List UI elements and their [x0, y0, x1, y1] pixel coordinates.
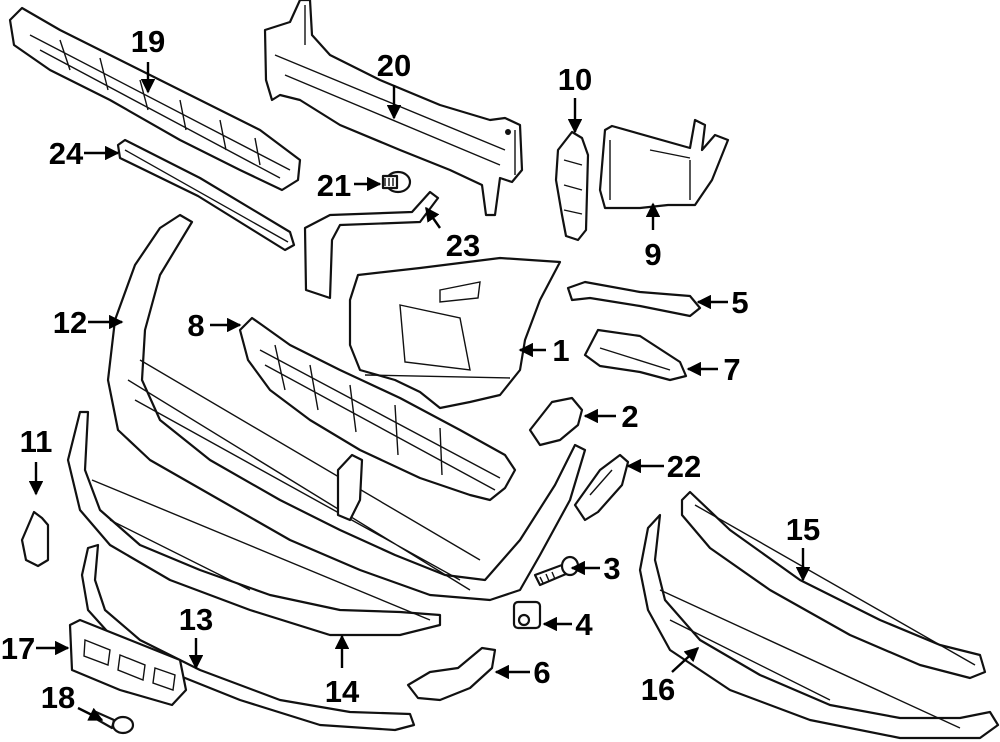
callout-16: 16 [641, 672, 675, 707]
callout-18: 18 [41, 680, 75, 715]
callout-15: 15 [786, 512, 820, 547]
callout-12: 12 [53, 305, 87, 340]
callout-1: 1 [552, 333, 569, 368]
callout-2: 2 [621, 399, 638, 434]
part-9-deflector [598, 118, 730, 210]
part-4-nut [512, 600, 542, 630]
part-17-plate-bracket [68, 618, 188, 707]
part-2-clip [528, 396, 584, 447]
callout-14: 14 [325, 674, 360, 709]
callout-6: 6 [533, 655, 550, 690]
callout-9: 9 [644, 237, 661, 272]
part-24-trim-strip [116, 138, 296, 252]
part-18-screw [94, 710, 135, 735]
part-10-side-bracket [554, 130, 590, 242]
callout-4: 4 [575, 607, 593, 642]
part-3-bolt [533, 555, 580, 587]
callout-20: 20 [377, 48, 411, 83]
part-11-bracket [20, 510, 50, 568]
callout-8: 8 [187, 308, 204, 343]
part-6-bracket [406, 646, 497, 702]
part-13-lower-strip [80, 543, 416, 732]
part-22-bracket [573, 453, 630, 522]
callout-10: 10 [558, 62, 592, 97]
leader-23 [425, 206, 441, 229]
callout-23: 23 [446, 228, 480, 263]
callout-7: 7 [723, 352, 740, 387]
part-16-lower-trim [638, 513, 1000, 740]
part-15-trim [680, 490, 987, 680]
part-7-shield [583, 328, 688, 382]
leader-16 [671, 647, 700, 673]
part-23-bracket [303, 190, 440, 300]
leader-18 [77, 706, 104, 722]
part-19-energy-absorber [8, 6, 302, 192]
callout-24: 24 [49, 136, 84, 171]
callout-19: 19 [131, 24, 165, 59]
part-21-bolt [381, 170, 412, 194]
part-5-bracket [566, 280, 702, 318]
callout-11: 11 [20, 424, 53, 459]
callout-13: 13 [179, 602, 213, 637]
callout-21: 21 [317, 168, 351, 203]
part-8-grille [238, 316, 517, 502]
part-12-bumper-frame [106, 213, 587, 602]
leader-lines [28, 62, 811, 722]
part-14-lower-cover [66, 410, 442, 637]
callout-5: 5 [731, 285, 748, 320]
callout-17: 17 [1, 631, 35, 666]
callout-22: 22 [667, 449, 701, 484]
callout-labels: 19 20 24 21 23 10 9 5 1 7 2 22 8 12 11 1… [1, 24, 820, 715]
part-1-fascia-corner [348, 256, 562, 410]
callout-3: 3 [603, 551, 620, 586]
